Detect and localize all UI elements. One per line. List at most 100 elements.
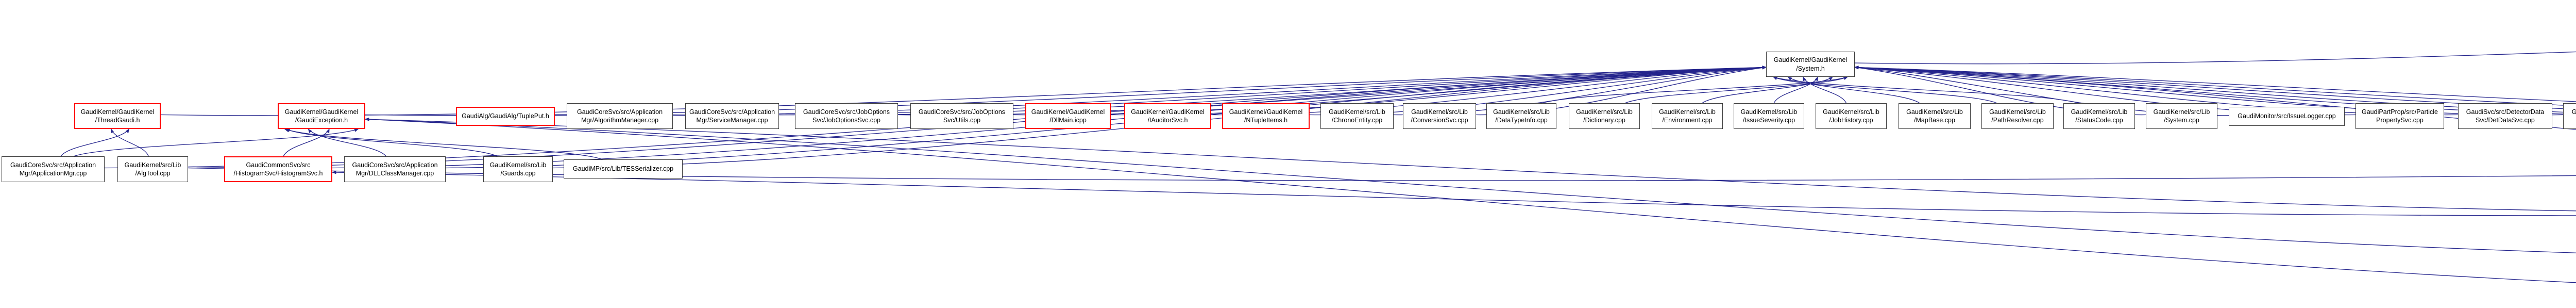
node-label-line: GaudiKernel/GaudiKernel [284, 108, 359, 116]
node-label-line: GaudiPartProp/src/Particle [2362, 108, 2438, 116]
node-jobhistory[interactable]: GaudiKernel/src/Lib/JobHistory.cpp [1816, 103, 1887, 129]
edge-rootio-to-system_h [1854, 66, 2576, 110]
edge-gaudicommon-to-histogramsvc [331, 170, 2576, 216]
node-guards[interactable]: GaudiKernel/src/Lib/Guards.cpp [483, 156, 553, 182]
node-label-line: Mgr/AlgorithmManager.cpp [581, 117, 659, 124]
edge-gaudicommonicpp-to-gaudiexception [364, 118, 2576, 283]
node-label-line: GaudiCommonSvc/src [246, 161, 311, 169]
edge-dictionary-to-system_h [1624, 76, 1849, 104]
node-label-line: /IAuditorSvc.h [1147, 117, 1188, 124]
node-label-line: GaudiKernel/src/Lib [489, 161, 547, 169]
node-conversionsvc[interactable]: GaudiKernel/src/Lib/ConversionSvc.cpp [1403, 103, 1476, 129]
node-ntupleitems[interactable]: GaudiKernel/GaudiKernel/NTupleItems.h [1222, 103, 1310, 129]
node-label-line: /System.h [1796, 64, 1825, 72]
node-iauditorsvc[interactable]: GaudiKernel/GaudiKernel/IAuditorSvc.h [1124, 103, 1211, 129]
node-label-line: /ThreadGaudi.h [95, 117, 140, 124]
node-label-line: GaudiKernel/GaudiKernel [1131, 108, 1205, 116]
node-label-line: /PathResolver.cpp [1991, 117, 2044, 124]
node-dictionary[interactable]: GaudiKernel/src/Lib/Dictionary.cpp [1569, 103, 1640, 129]
edge-tesserializer-to-gaudiexception [284, 128, 603, 160]
node-label-line: GaudiKernel/GaudiKernel [1031, 108, 1105, 116]
node-heprndm[interactable]: GaudiSvc/src/RndmGenSvc/HepRndmEngines.c… [2563, 103, 2576, 129]
node-label-line: GaudiAlg/GaudiAlg/TuplePut.h [462, 112, 549, 120]
node-label-line: GaudiCoreSvc/src/JobOptions [918, 108, 1006, 116]
node-label-line: /ChronoEntity.cpp [1331, 117, 1383, 124]
edge-rootperfmon-to-system_h [1854, 66, 2576, 106]
edge-threadgaudi-to-system_h [160, 66, 1767, 116]
node-mapbase[interactable]: GaudiKernel/src/Lib/MapBase.cpp [1899, 103, 1971, 129]
node-label-line: /DllMain.icpp [1049, 117, 1087, 124]
edge-applicationmgr-to-threadgaudi [60, 128, 130, 157]
node-label-line: /ConversionSvc.cpp [1411, 117, 1468, 124]
edge-gaudicommon-to-gaudiexception [364, 117, 2576, 212]
node-label-line: /IssueSeverity.cpp [1742, 117, 1795, 124]
node-label-line: GaudiCoreSvc/src/Application [10, 161, 96, 169]
node-datatypeinfo[interactable]: GaudiKernel/src/Lib/DataTypeInfo.cpp [1486, 103, 1556, 129]
node-label-line: /NTupleItems.h [1244, 117, 1288, 124]
node-label-line: GaudiKernel/src/Lib [1411, 108, 1468, 116]
node-label-line: /Dictionary.cpp [1583, 117, 1625, 124]
node-label-line: GaudiCoreSvc/src/Application [689, 108, 775, 116]
node-label-line: Svc/JobOptionsSvc.cpp [812, 117, 880, 124]
node-label-line: GaudiSvc/src/RndmGenSvc [2571, 108, 2576, 116]
node-label-line: GaudiKernel/src/Lib [1576, 108, 1633, 116]
node-label-line: GaudiKernel/GaudiKernel [1229, 108, 1303, 116]
node-issuelogger[interactable]: GaudiMonitor/src/IssueLogger.cpp [2229, 107, 2345, 126]
edge-environment-to-system_h [1702, 76, 1833, 104]
node-system_h[interactable]: GaudiKernel/GaudiKernel/System.h [1766, 52, 1855, 77]
node-threadgaudi[interactable]: GaudiKernel/GaudiKernel/ThreadGaudi.h [74, 103, 161, 129]
node-label-line: GaudiSvc/src/DetectorData [2466, 108, 2545, 116]
node-label-line: GaudiCoreSvc/src/JobOptions [803, 108, 890, 116]
node-label-line: /System.cpp [2164, 117, 2199, 124]
node-algtool[interactable]: GaudiKernel/src/Lib/AlgTool.cpp [117, 156, 188, 182]
node-label-line: /AlgTool.cpp [135, 170, 171, 177]
node-issueseverity[interactable]: GaudiKernel/src/Lib/IssueSeverity.cpp [1734, 103, 1804, 129]
node-histogramsvc[interactable]: GaudiCommonSvc/src/HistogramSvc/Histogra… [224, 156, 332, 182]
edge-issueseverity-to-system_h [1773, 76, 1819, 104]
node-label-line: GaudiMP/src/Lib/TESSerializer.cpp [572, 165, 674, 173]
edge-system_h-to-moduleinfo_h [1854, 51, 2576, 64]
node-environment[interactable]: GaudiKernel/src/Lib/Environment.cpp [1652, 103, 1723, 129]
node-label-line: GaudiKernel/src/Lib [1740, 108, 1798, 116]
node-label-line: Mgr/ApplicationMgr.cpp [19, 170, 87, 177]
node-tesserializer[interactable]: GaudiMP/src/Lib/TESSerializer.cpp [564, 159, 683, 179]
node-label-line: GaudiCoreSvc/src/Application [577, 108, 663, 116]
node-label-line: Svc/Utils.cpp [943, 117, 981, 124]
node-label-line: GaudiKernel/GaudiKernel [80, 108, 155, 116]
node-pathresolver[interactable]: GaudiKernel/src/Lib/PathResolver.cpp [1981, 103, 2054, 129]
edge-applicationmgr-to-gaudiexception [73, 128, 359, 157]
edge-histogramsvc-to-gaudiexception [283, 128, 330, 157]
node-gaudiexception[interactable]: GaudiKernel/GaudiKernel/GaudiException.h [278, 103, 365, 129]
node-statuscode[interactable]: GaudiKernel/src/Lib/StatusCode.cpp [2063, 103, 2135, 129]
node-chronoentity[interactable]: GaudiKernel/src/Lib/ChronoEntity.cpp [1320, 103, 1394, 129]
node-label-line: GaudiKernel/src/Lib [124, 161, 181, 169]
node-label-line: GaudiKernel/src/Lib [2071, 108, 2128, 116]
node-label-line: PropertySvc.cpp [2376, 117, 2424, 124]
node-label-line: /MapBase.cpp [1914, 117, 1955, 124]
node-label-line: GaudiCoreSvc/src/Application [352, 161, 438, 169]
node-label-line: /GaudiException.h [295, 117, 348, 124]
edge-dllclassmgr-to-gaudiexception [308, 128, 386, 157]
node-label-line: GaudiKernel/src/Lib [1493, 108, 1550, 116]
node-label-line: GaudiKernel/src/Lib [1823, 108, 1879, 116]
node-label-line: GaudiKernel/src/Lib [2153, 108, 2210, 116]
node-dllmain[interactable]: GaudiKernel/GaudiKernel/DllMain.icpp [1025, 103, 1111, 129]
edge-pathresolver-to-system_h [1772, 76, 1997, 104]
node-label-line: Mgr/ServiceManager.cpp [696, 117, 768, 124]
node-label-line: GaudiKernel/src/Lib [1989, 108, 2046, 116]
edge-guards-to-gaudiexception [285, 128, 498, 157]
node-label-line: Svc/DetDataSvc.cpp [2476, 117, 2535, 124]
node-systemcpp[interactable]: GaudiKernel/src/Lib/System.cpp [2146, 103, 2217, 129]
node-label-line: /JobHistory.cpp [1829, 117, 1873, 124]
node-tupleput[interactable]: GaudiAlg/GaudiAlg/TuplePut.h [456, 107, 555, 126]
